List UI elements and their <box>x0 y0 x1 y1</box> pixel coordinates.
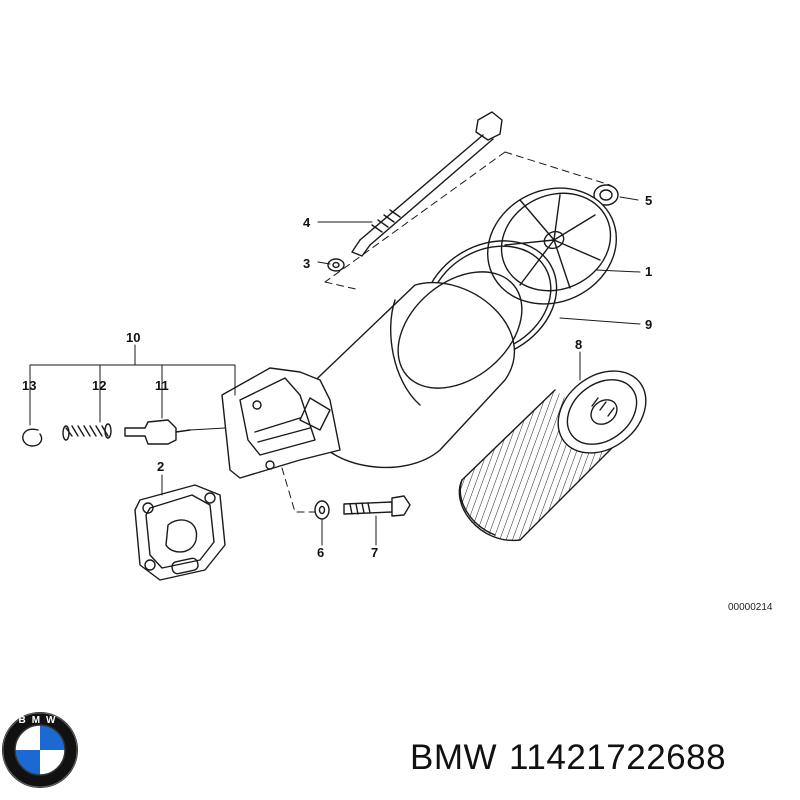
circlip-part-13 <box>22 428 43 447</box>
bmw-logo-lettering: BMW <box>19 715 62 726</box>
callout-9: 9 <box>645 317 652 332</box>
part-number: 11421722688 <box>509 738 727 777</box>
callout-10: 10 <box>126 330 140 345</box>
filter-element-part-8 <box>458 370 647 541</box>
filter-housing <box>221 271 523 479</box>
callout-5: 5 <box>645 193 652 208</box>
part-caption: BMW 11421722688 <box>410 738 738 778</box>
diagram-reference-code: 00000214 <box>728 602 773 613</box>
washer-part-3 <box>327 258 345 272</box>
seal-ring-part-5 <box>593 184 619 206</box>
callout-1: 1 <box>645 264 652 279</box>
callout-11: 11 <box>155 378 169 393</box>
bmw-logo: BMW <box>2 712 78 788</box>
brand-name: BMW <box>410 738 498 777</box>
relief-valve-part-11 <box>124 419 191 445</box>
callout-13: 13 <box>22 378 36 393</box>
callout-3: 3 <box>303 256 310 271</box>
callout-4: 4 <box>303 215 311 230</box>
cover-part-1 <box>486 187 618 305</box>
callout-12: 12 <box>92 378 106 393</box>
gasket-part-2 <box>134 484 226 581</box>
bolt-part-4 <box>351 111 503 257</box>
assembly-dash-lines <box>281 151 611 513</box>
washer-part-6 <box>314 500 330 520</box>
screw-part-7 <box>343 495 411 517</box>
callout-8: 8 <box>575 337 582 352</box>
callout-2: 2 <box>157 459 164 474</box>
callout-leaders <box>29 196 641 546</box>
callout-6: 6 <box>317 545 324 560</box>
spring-part-12 <box>62 423 112 441</box>
callout-7: 7 <box>371 545 378 560</box>
